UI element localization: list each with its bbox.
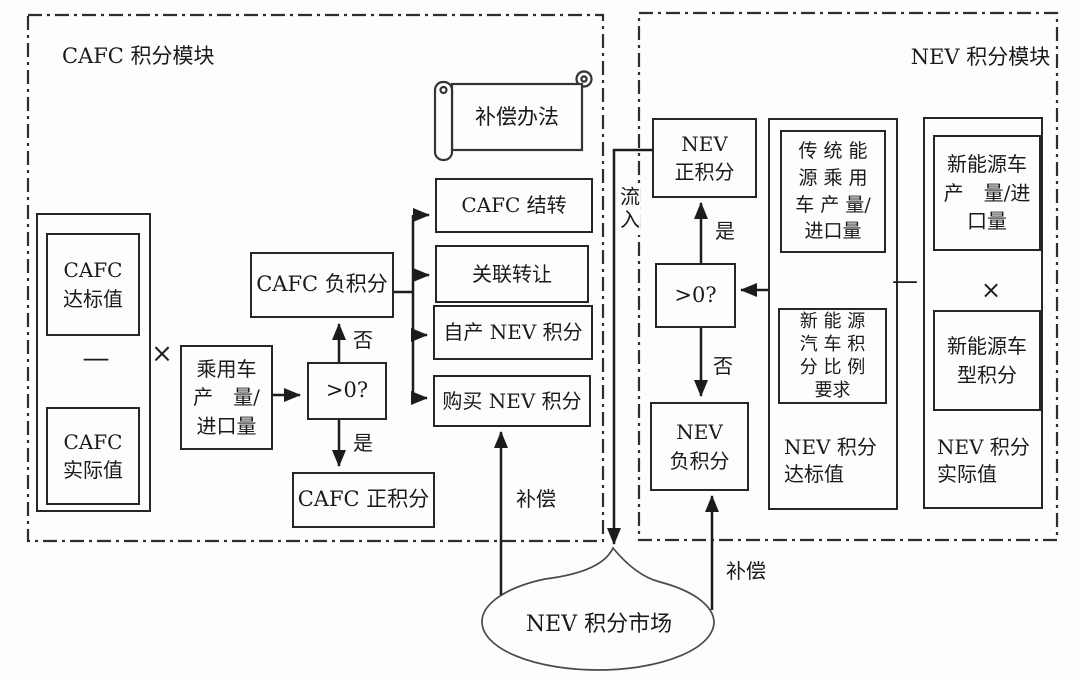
cafc-decision-box: >0? bbox=[307, 362, 387, 420]
market-ellipse bbox=[481, 546, 715, 671]
nev-positive-credit-box: NEV 正积分 bbox=[652, 118, 757, 198]
passenger-volume-box: 乘用车 产 量/ 进口量 bbox=[180, 345, 273, 450]
nev-actual-value-label: NEV 积分 实际值 bbox=[937, 435, 1030, 486]
nev-ratio-requirement-box: 新 能 源 汽 车 积 分 比 例 要求 bbox=[778, 308, 887, 404]
cafc-actual-value-box: CAFC 实际值 bbox=[46, 407, 140, 505]
cafc-target-value-box: CAFC 达标值 bbox=[46, 233, 140, 336]
nev-yes-label: 是 bbox=[715, 218, 735, 243]
nev-actual-container bbox=[923, 117, 1043, 509]
nev-target-container bbox=[768, 118, 898, 510]
nev-decision-box: >0? bbox=[655, 263, 736, 328]
nev-compensation-label: 补偿 bbox=[726, 558, 766, 583]
nev-multiply-sign: × bbox=[980, 275, 1002, 304]
cafc-multiply-sign: × bbox=[151, 339, 173, 370]
cafc-module-border bbox=[26, 13, 605, 543]
cafc-minus-sign: — bbox=[82, 342, 110, 374]
cafc-formula-container bbox=[36, 213, 151, 512]
flow-in-label: 流入 bbox=[616, 183, 641, 235]
nev-credit-market-label: NEV 积分市场 bbox=[525, 612, 673, 638]
nev-volume-box: 新能源车 产 量/进 口量 bbox=[933, 135, 1041, 251]
option-cafc-carryover-box: CAFC 结转 bbox=[435, 178, 593, 233]
nev-module-border bbox=[637, 11, 1059, 542]
cafc-module-title: CAFC 积分模块 bbox=[62, 43, 215, 68]
traditional-volume-box: 传 统 能 源 乘 用 车 产 量/ 进口量 bbox=[780, 130, 886, 253]
cafc-positive-credit-box: CAFC 正积分 bbox=[292, 472, 435, 528]
option-buy-nev-credit-box: 购买 NEV 积分 bbox=[433, 375, 591, 427]
nev-no-label: 否 bbox=[713, 353, 733, 378]
nev-model-points-box: 新能源车 型积分 bbox=[933, 310, 1041, 411]
scroll-shape bbox=[433, 70, 593, 162]
cafc-yes-label: 是 bbox=[353, 430, 373, 455]
cafc-compensation-label: 补偿 bbox=[516, 486, 556, 511]
compensation-method-scroll-label: 补偿办法 bbox=[475, 104, 559, 129]
nev-minus-sign: — bbox=[892, 266, 918, 297]
option-affiliate-transfer-box: 关联转让 bbox=[435, 245, 589, 303]
cafc-negative-credit-box: CAFC 负积分 bbox=[250, 252, 394, 318]
nev-negative-credit-box: NEV 负积分 bbox=[650, 402, 749, 491]
nev-target-value-label: NEV 积分 达标值 bbox=[784, 435, 877, 486]
nev-module-title: NEV 积分模块 bbox=[910, 44, 1051, 69]
cafc-no-label: 否 bbox=[353, 327, 373, 352]
option-own-nev-credit-box: 自产 NEV 积分 bbox=[433, 305, 593, 360]
